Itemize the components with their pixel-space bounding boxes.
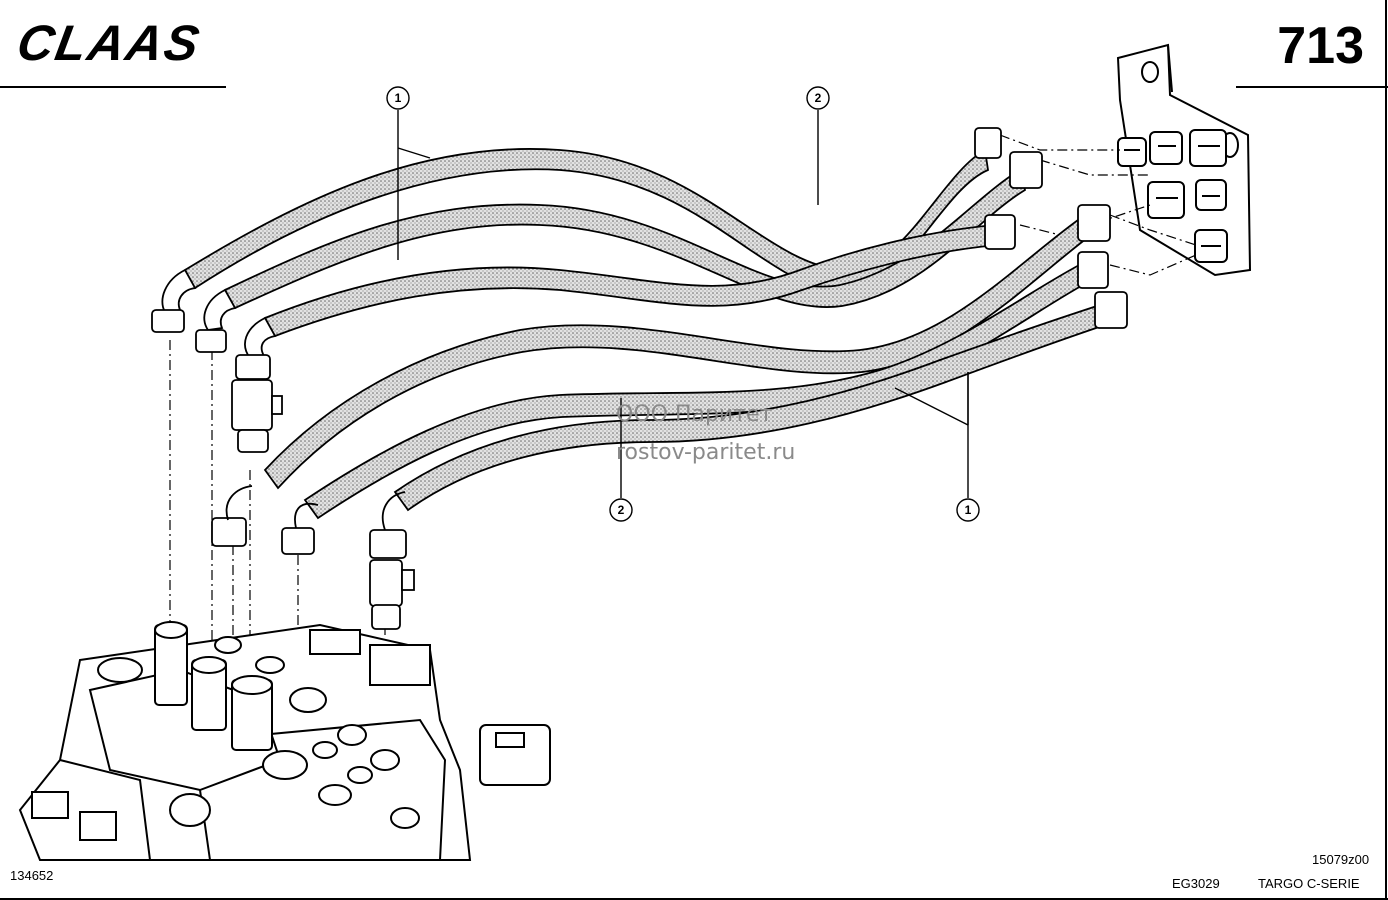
- control-valve-block: [18, 621, 551, 861]
- hose-end-fittings: [151, 127, 1043, 453]
- svg-text:2: 2: [618, 503, 625, 517]
- upper-hose-bundle: [183, 148, 1027, 338]
- group-code: EG3029: [1172, 876, 1220, 891]
- series-name: TARGO C-SERIE: [1258, 876, 1360, 891]
- upper-hose-2: [223, 168, 1027, 310]
- header-divider-left: [0, 86, 226, 88]
- drawing-code: 15079z00: [1312, 852, 1370, 867]
- frame-right-border: [1385, 0, 1387, 900]
- header-divider-right: [1236, 86, 1388, 88]
- frame-bottom-border: [0, 898, 1388, 900]
- bulkhead-connectors: [1117, 129, 1228, 263]
- callout-2-top: 2: [806, 86, 830, 110]
- callout-1-top: 1: [386, 86, 410, 110]
- callout-leaders: [397, 110, 969, 498]
- watermark-company: ООО Паритет: [616, 402, 773, 427]
- svg-text:1: 1: [395, 91, 402, 105]
- lower-hose-end-fittings: [211, 204, 1128, 630]
- callout-2-bottom: 2: [609, 498, 633, 522]
- upper-hose-1: [183, 148, 989, 294]
- callout-1-bottom: 1: [956, 498, 980, 522]
- svg-text:2: 2: [815, 91, 822, 105]
- page-number: 713: [1277, 17, 1364, 75]
- image-code: 134652: [10, 868, 54, 883]
- watermark-website: rostov-paritet.ru: [616, 440, 796, 465]
- svg-text:1: 1: [965, 503, 972, 517]
